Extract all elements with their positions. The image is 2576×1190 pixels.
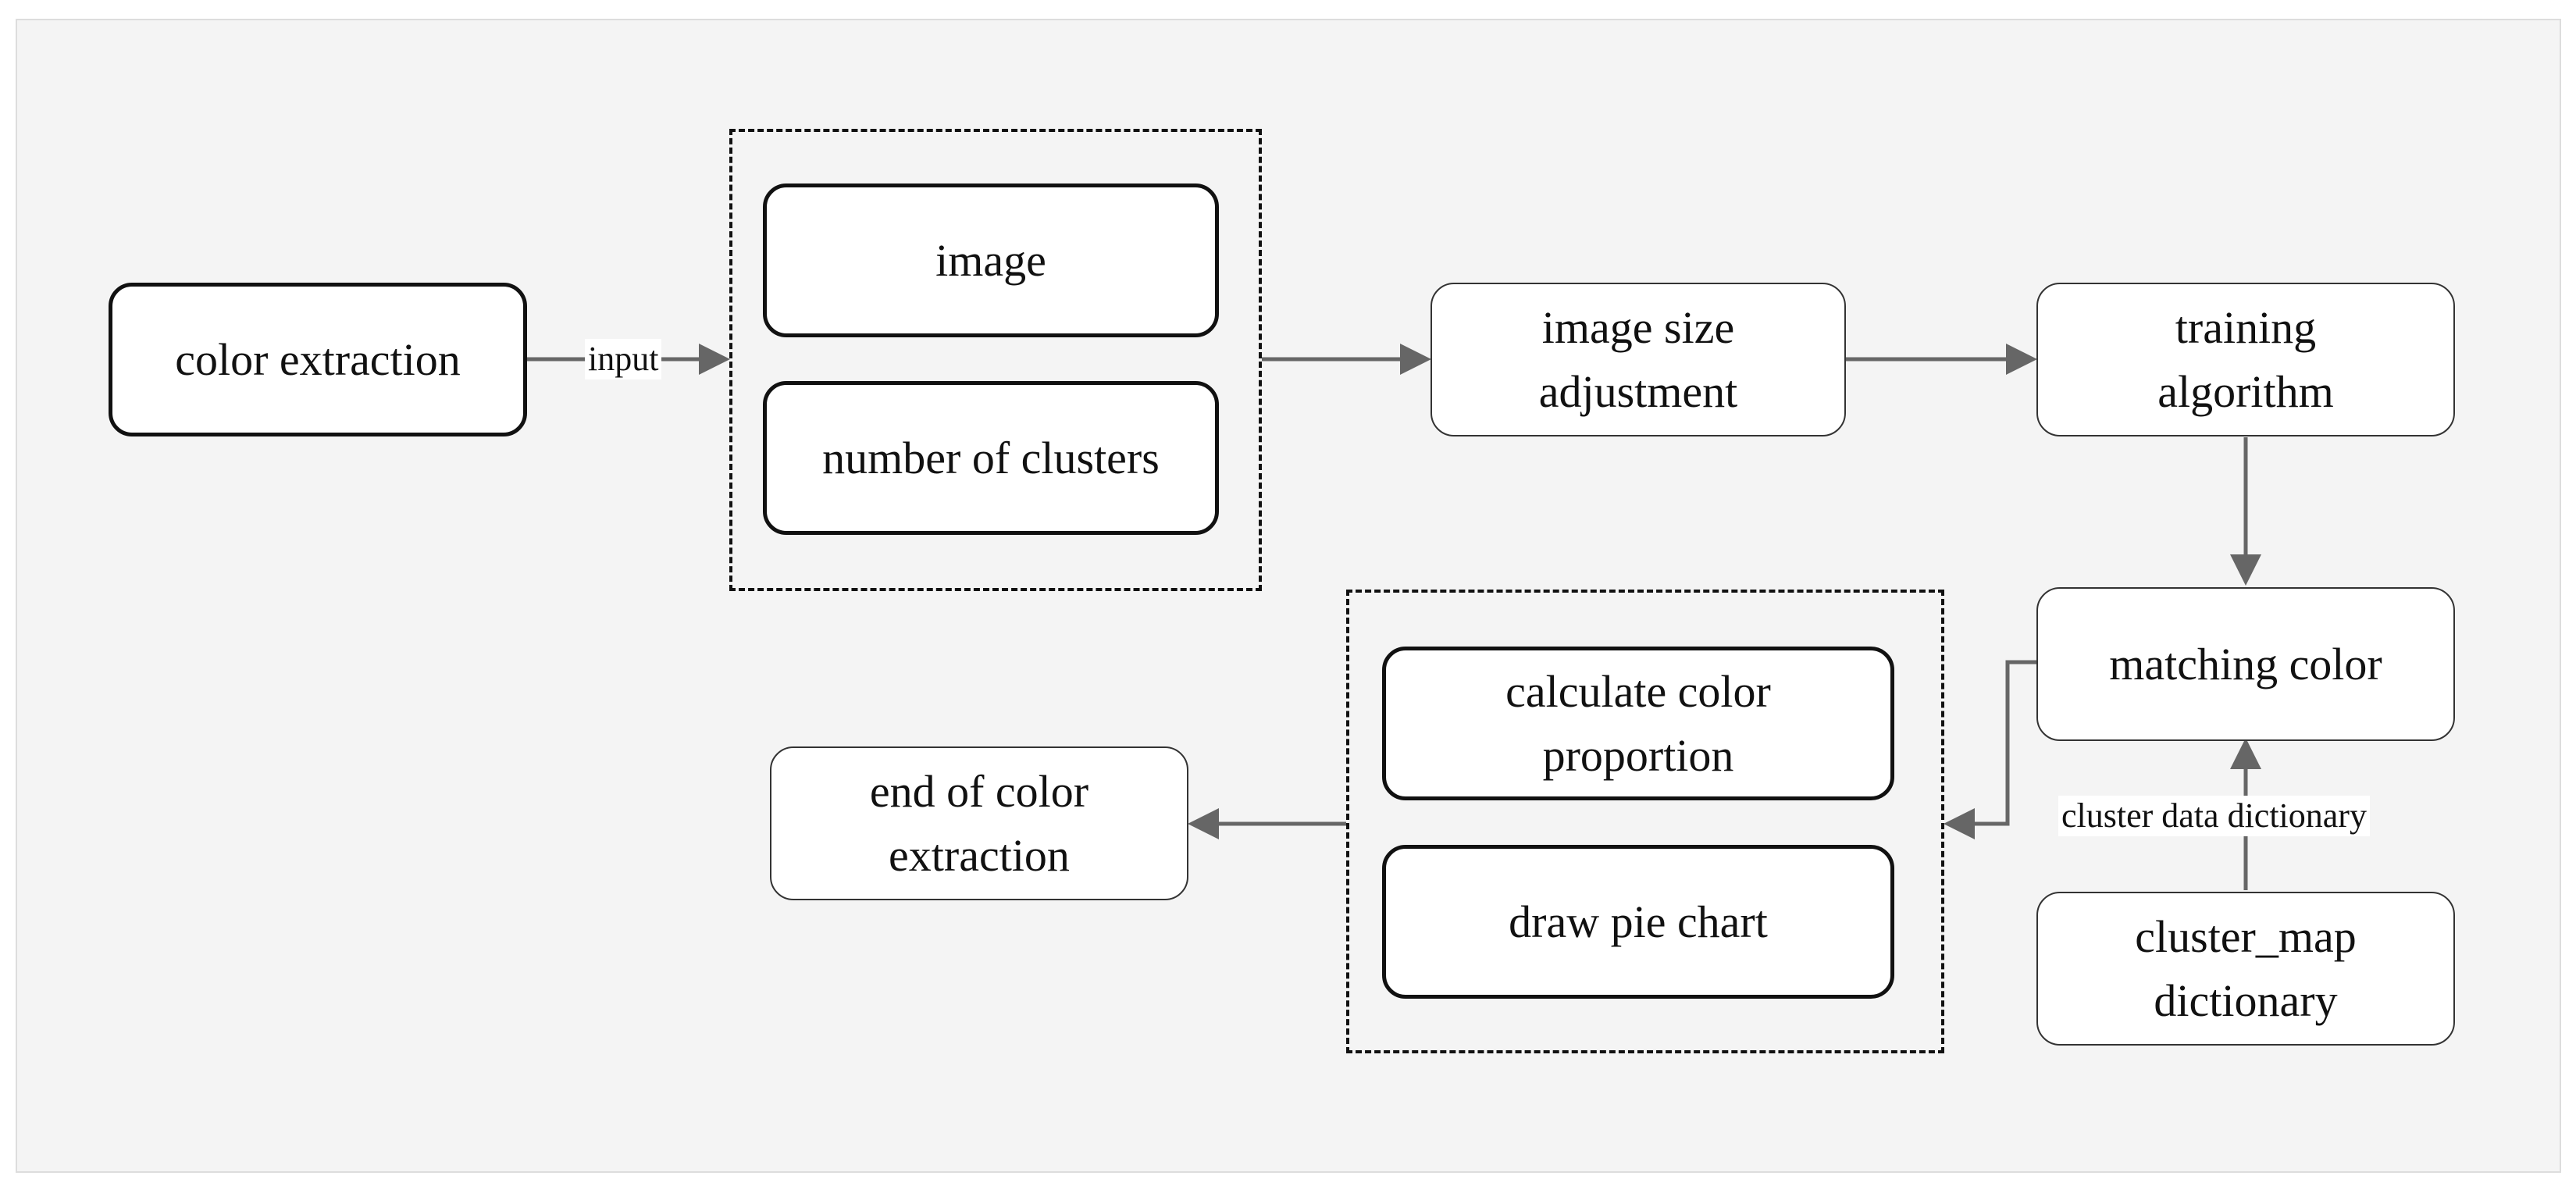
- cluster-map-dictionary-node: cluster_map dictionary: [2036, 892, 2455, 1046]
- number-of-clusters-node: number of clusters: [763, 381, 1219, 535]
- calculate-color-proportion-node: calculate color proportion: [1382, 647, 1894, 800]
- matching-color-node: matching color: [2036, 587, 2455, 741]
- image-size-adjustment-node: image size adjustment: [1431, 283, 1846, 436]
- cluster-data-dictionary-edge-label: cluster data dictionary: [2058, 796, 2370, 836]
- draw-pie-chart-node: draw pie chart: [1382, 845, 1894, 999]
- input-edge-label: input: [585, 339, 662, 379]
- image-node: image: [763, 183, 1219, 337]
- training-algorithm-node: training algorithm: [2036, 283, 2455, 436]
- arrow-matching-color-to-output-steps: [1944, 660, 2036, 839]
- output-steps-group: [1346, 590, 1944, 1053]
- end-of-color-extraction-node: end of color extraction: [770, 746, 1188, 900]
- color-extraction-node: color extraction: [109, 283, 527, 436]
- input-parameters-group: [729, 129, 1262, 591]
